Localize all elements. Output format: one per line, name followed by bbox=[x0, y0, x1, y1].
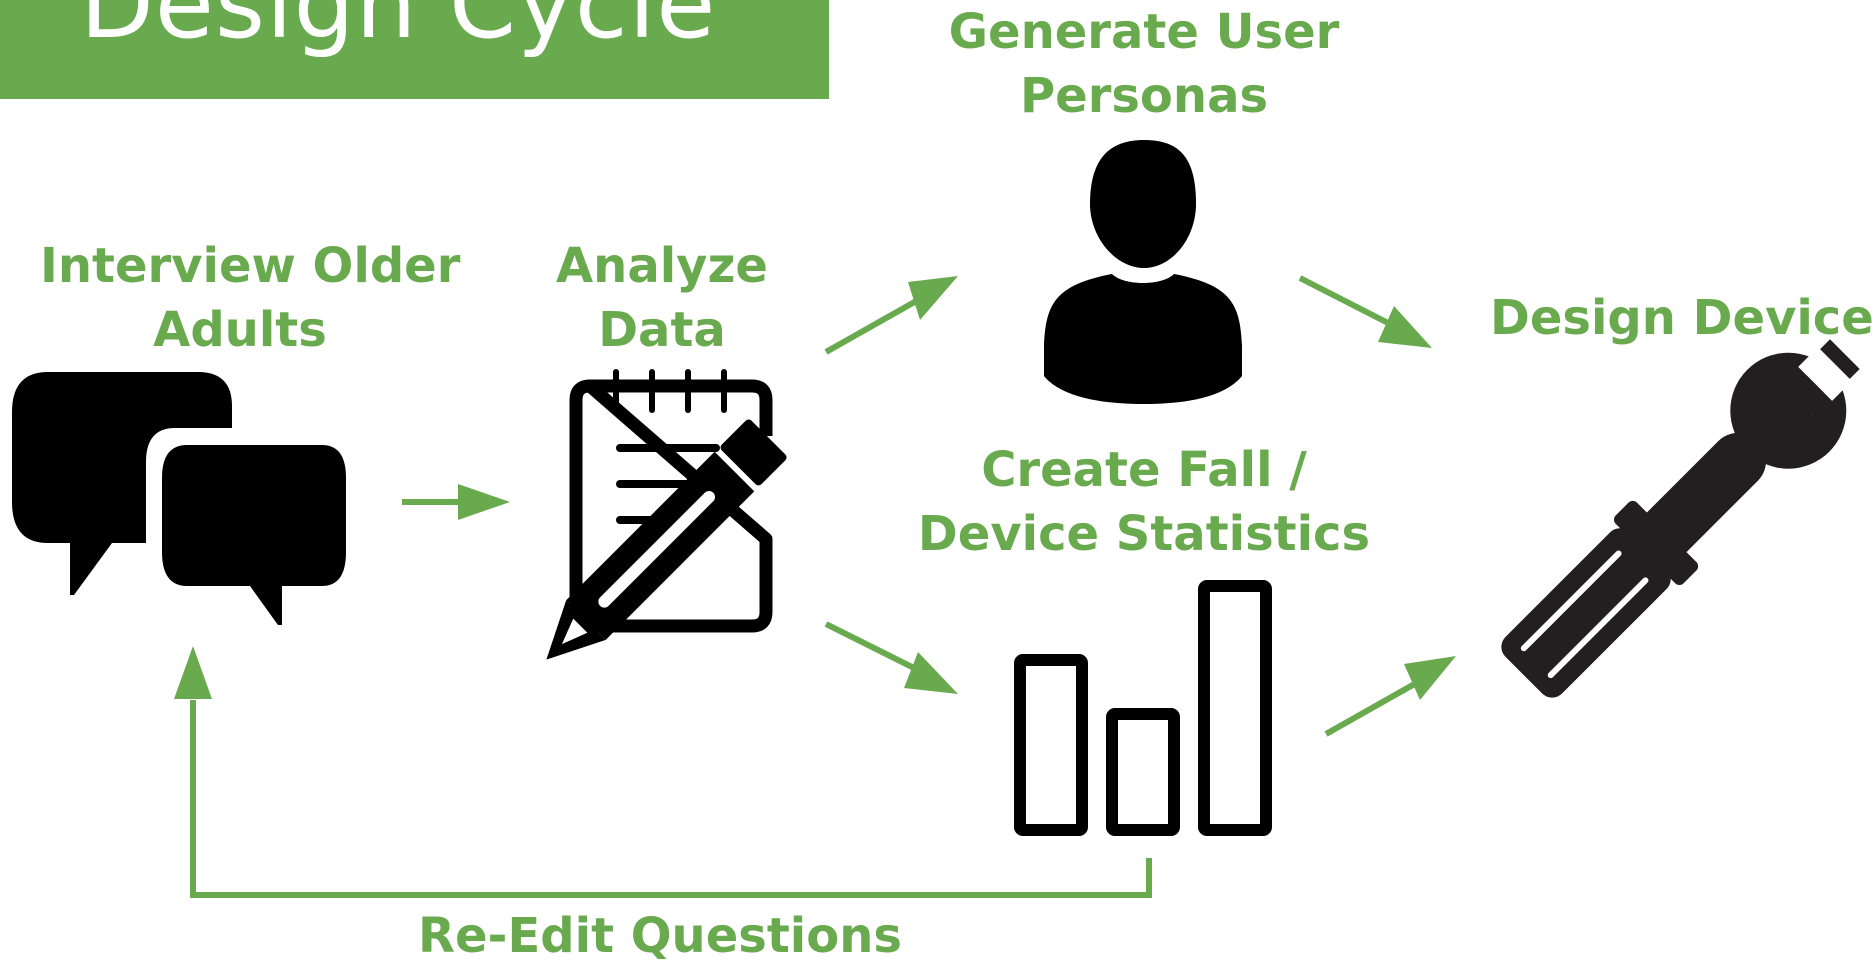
step-label-design: Design Device bbox=[1490, 286, 1874, 350]
step-label-analyze-line2: Data bbox=[598, 302, 726, 358]
step-label-personas-line2: Personas bbox=[1019, 68, 1269, 124]
arrow-analyze-to-statistics bbox=[824, 621, 958, 694]
step-label-statistics: Create Fall / Device Statistics bbox=[904, 438, 1384, 566]
notepad-pencil-icon bbox=[546, 369, 787, 660]
arrows bbox=[174, 275, 1456, 898]
person-icon bbox=[1044, 140, 1242, 404]
step-label-analyze: Analyze Data bbox=[522, 234, 802, 362]
step-label-interview-line1: Interview Older bbox=[40, 238, 461, 294]
arrow-feedback-loop bbox=[174, 646, 1152, 898]
step-label-analyze-line1: Analyze bbox=[556, 238, 768, 294]
bar-chart-icon bbox=[1014, 580, 1272, 836]
step-label-personas: Generate User Personas bbox=[914, 0, 1374, 128]
arrow-interview-to-analyze bbox=[402, 484, 510, 520]
step-label-interview: Interview Older Adults bbox=[40, 234, 461, 362]
step-label-design-line1: Design Device bbox=[1490, 290, 1874, 346]
speech-bubbles-icon bbox=[12, 372, 346, 625]
step-label-personas-line1: Generate User bbox=[948, 4, 1340, 60]
title-banner bbox=[0, 0, 829, 99]
arrow-personas-to-design bbox=[1298, 275, 1432, 348]
arrow-analyze-to-personas bbox=[824, 276, 958, 355]
step-label-statistics-line1: Create Fall / bbox=[981, 442, 1307, 498]
step-label-statistics-line2: Device Statistics bbox=[917, 506, 1371, 562]
step-label-interview-line2: Adults bbox=[153, 302, 327, 358]
wrench-screwdriver-icon bbox=[1501, 339, 1860, 698]
diagram-title: Design Cycle bbox=[80, 0, 717, 60]
arrow-statistics-to-design bbox=[1324, 656, 1456, 737]
